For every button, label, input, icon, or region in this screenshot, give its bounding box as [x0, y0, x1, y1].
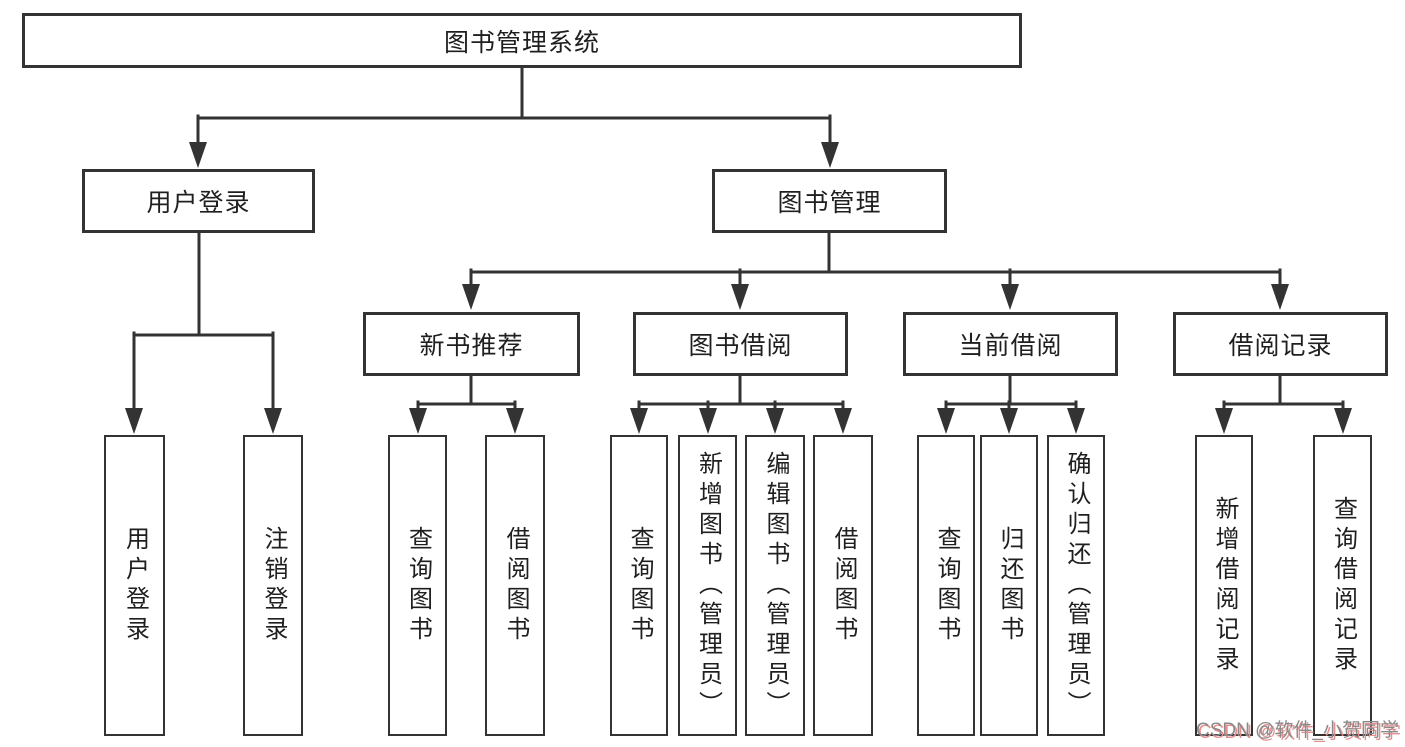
leaf-current-return-books: 归还图书 [980, 435, 1038, 736]
node-borrowing-records: 借阅记录 [1173, 312, 1388, 376]
leaf-logout: 注销登录 [243, 435, 303, 736]
arrowhead [1271, 284, 1289, 310]
node-book-borrowing: 图书借阅 [633, 312, 848, 376]
leaf-current-confirm-return-admin-label: 确认归还（管理员） [1063, 450, 1090, 721]
leaf-borrow-edit-books-admin: 编辑图书（管理员） [745, 435, 805, 736]
arrowhead [189, 142, 207, 168]
arrowhead [506, 408, 524, 434]
leaf-user-login-label: 用户登录 [121, 525, 149, 646]
leaf-newbook-query-books-label: 查询图书 [404, 525, 432, 646]
arrowhead [1215, 408, 1233, 434]
leaf-borrow-borrow-books-label: 借阅图书 [830, 525, 857, 646]
leaf-current-query-books: 查询图书 [917, 435, 975, 736]
leaf-borrow-borrow-books: 借阅图书 [813, 435, 873, 736]
node-new-book-recommendation: 新书推荐 [363, 312, 580, 376]
arrowhead [731, 284, 749, 310]
leaf-current-confirm-return-admin: 确认归还（管理员） [1047, 435, 1105, 736]
arrowhead [462, 284, 480, 310]
connector-book-management [469, 228, 1282, 292]
leaf-newbook-borrow-books: 借阅图书 [485, 435, 545, 736]
leaf-records-query-record: 查询借阅记录 [1313, 435, 1372, 736]
arrowhead [699, 408, 717, 434]
arrowhead [125, 408, 143, 434]
node-library-system: 图书管理系统 [22, 13, 1022, 68]
arrowhead [766, 408, 784, 434]
watermark: CSDN @软件_小贺同学 [1196, 720, 1399, 741]
connector-leaf-drops [416, 400, 1345, 414]
connector-user-login [132, 228, 275, 414]
leaf-borrow-query-books: 查询图书 [610, 435, 668, 736]
node-current-borrowing: 当前借阅 [903, 312, 1118, 376]
arrowhead [409, 408, 427, 434]
node-user-login: 用户登录 [82, 169, 315, 233]
leaf-records-add-record-label: 新增借阅记录 [1211, 495, 1238, 676]
leaf-borrow-edit-books-admin-label: 编辑图书（管理员） [762, 450, 789, 721]
arrowhead [1000, 408, 1018, 434]
arrowhead [834, 408, 852, 434]
arrowhead [630, 408, 648, 434]
leaf-newbook-query-books: 查询图书 [388, 435, 447, 736]
leaf-borrow-add-books-admin-label: 新增图书（管理员） [694, 450, 722, 721]
leaf-borrow-query-books-label: 查询图书 [626, 525, 653, 646]
connector-root [196, 64, 832, 148]
node-book-management: 图书管理 [712, 169, 947, 233]
arrowhead [1001, 284, 1019, 310]
arrowhead [937, 408, 955, 434]
arrowhead [1067, 408, 1085, 434]
arrowhead [821, 142, 839, 168]
arrowhead [1334, 408, 1352, 434]
leaf-logout-label: 注销登录 [260, 525, 287, 646]
leaf-records-add-record: 新增借阅记录 [1195, 435, 1253, 736]
arrowhead [264, 408, 282, 434]
leaf-borrow-add-books-admin: 新增图书（管理员） [678, 435, 737, 736]
leaf-current-return-books-label: 归还图书 [996, 525, 1023, 646]
connector-level3-rails [416, 372, 1345, 406]
leaf-newbook-borrow-books-label: 借阅图书 [502, 525, 529, 646]
leaf-records-query-record-label: 查询借阅记录 [1329, 495, 1357, 676]
leaf-current-query-books-label: 查询图书 [933, 525, 960, 646]
leaf-user-login: 用户登录 [104, 435, 165, 736]
